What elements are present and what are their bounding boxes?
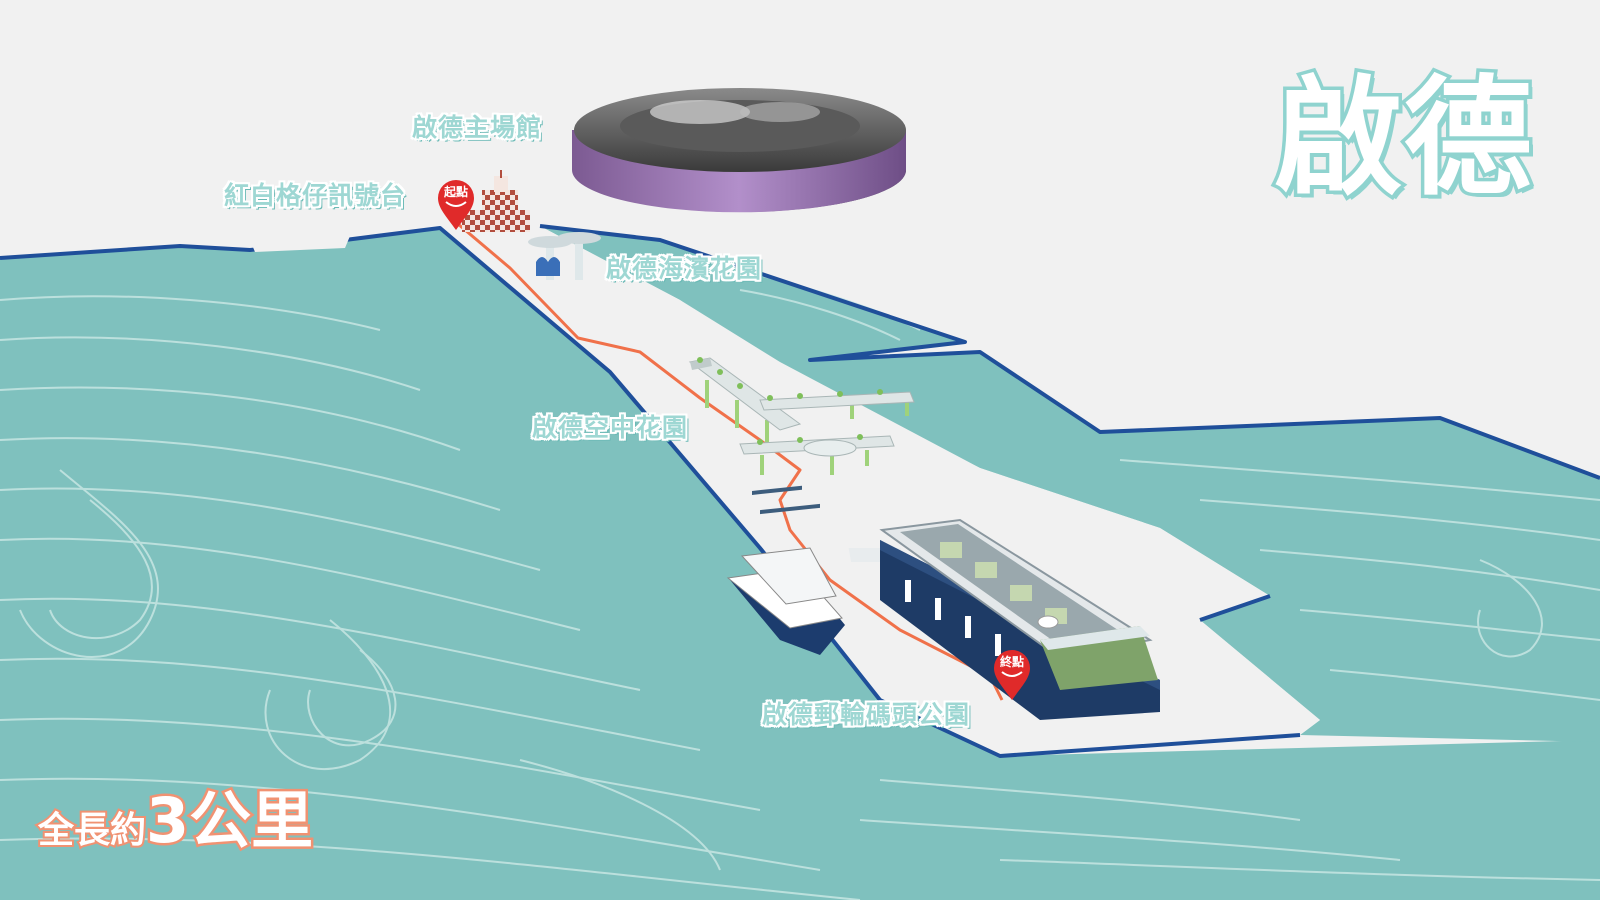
pier-stub (250, 236, 350, 252)
cruise-terminal-building (879, 518, 1160, 720)
label-signal-hill[interactable]: 紅白格仔訊號台 (224, 181, 407, 210)
signal-hill-tower (462, 170, 530, 232)
sea-contours (0, 259, 1600, 900)
sea-west (0, 228, 1600, 900)
label-sky-garden[interactable]: 啟德空中花園 (532, 413, 689, 442)
end-marker-label: 終點 (1000, 654, 1024, 669)
route-length-prefix: 全長約 (36, 808, 148, 853)
start-marker-label: 起點 (443, 184, 468, 199)
start-marker-pin[interactable]: 起點 (438, 180, 474, 230)
label-cruise-park[interactable]: 啟德郵輪碼頭公園 (762, 700, 971, 729)
route-length-caption: 全長約3公里 (36, 770, 316, 860)
end-marker-pin[interactable]: 終點 (994, 650, 1030, 700)
district-title: 啟德 (1270, 61, 1535, 217)
seaside-garden-shelters (528, 232, 601, 280)
shoreline (0, 224, 1600, 758)
label-stadium[interactable]: 啟德主場館 (412, 113, 543, 142)
route-line (457, 222, 1004, 701)
kai-tak-stadium (572, 88, 906, 213)
route-length-value: 3公里 (144, 782, 316, 860)
sky-garden-structure (688, 357, 915, 475)
label-seaside-garden[interactable]: 啟德海濱花園 (606, 254, 763, 283)
